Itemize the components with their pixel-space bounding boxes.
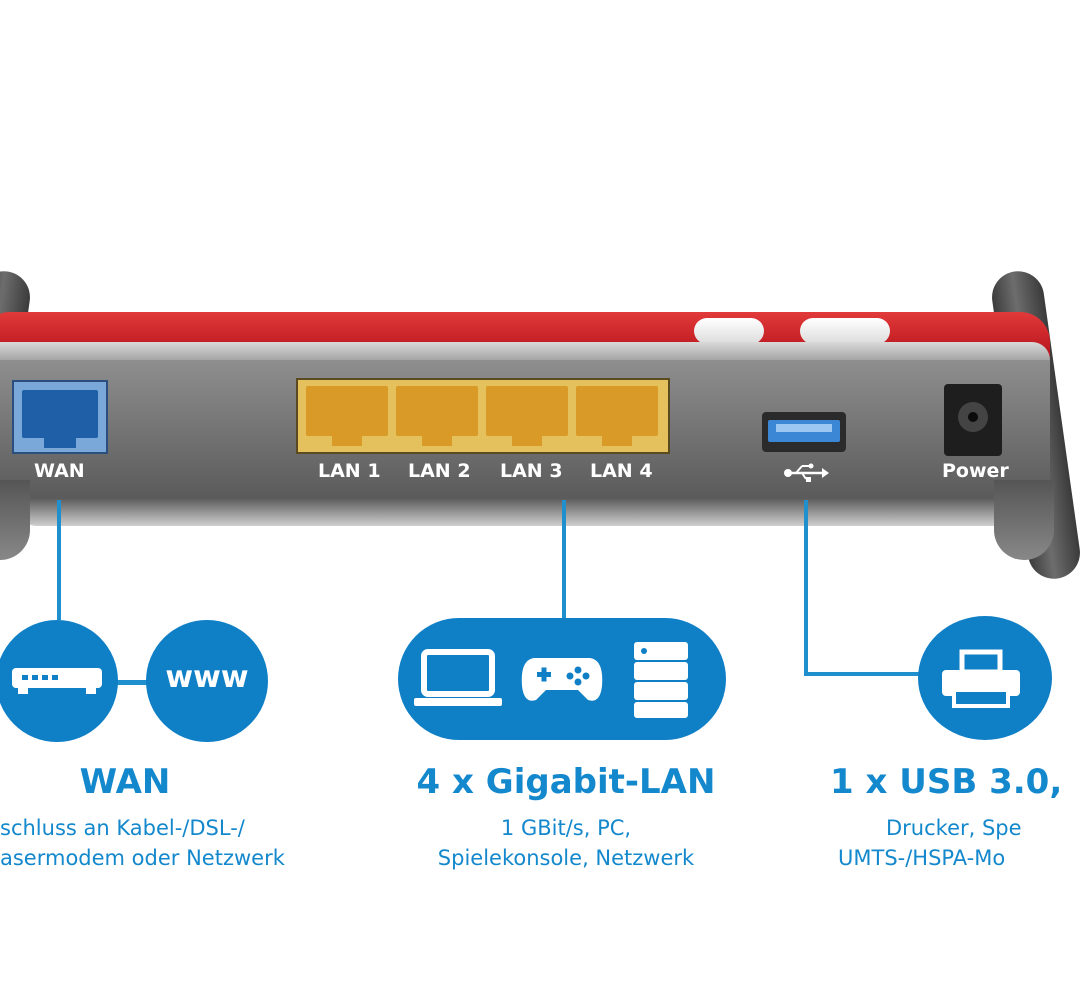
router-foot-left	[0, 480, 30, 560]
lan-port-4-label: LAN 4	[590, 460, 653, 482]
wan-port-label: WAN	[34, 460, 85, 482]
printer-icon	[942, 649, 1020, 708]
wan-desc-line2: asermodem oder Netzwerk	[0, 846, 285, 870]
gamepad-icon	[521, 658, 603, 701]
www-label: www	[165, 660, 249, 695]
router-button-1	[694, 318, 764, 344]
usb-desc-line1: Drucker, Spe	[886, 816, 1022, 840]
power-port-pin	[968, 412, 978, 422]
usb-port-tongue	[776, 424, 832, 432]
lan-desc-line1: 1 GBit/s, PC,	[500, 816, 632, 840]
lan-desc-line2: Spielekonsole, Netzwerk	[437, 846, 695, 870]
wan-desc-line1: schluss an Kabel-/DSL-/	[0, 816, 245, 840]
wan-port-socket	[22, 390, 98, 438]
www-bubble	[146, 620, 268, 742]
lan-port-1	[306, 386, 388, 436]
lan-port-3-label: LAN 3	[500, 460, 563, 482]
router-button-2	[800, 318, 890, 344]
lan-port-2	[396, 386, 478, 436]
power-port-label: Power	[942, 460, 1009, 482]
lan-port-1-label: LAN 1	[318, 460, 381, 482]
wan-port-notch	[44, 436, 76, 448]
lan-port-4-notch	[602, 434, 632, 446]
lan-port-3-notch	[512, 434, 542, 446]
lan-port-1-notch	[332, 434, 362, 446]
usb-title: 1 x USB 3.0,	[830, 762, 1063, 802]
lan-port-2-notch	[422, 434, 452, 446]
router-rim	[0, 342, 1050, 364]
lan-port-3	[486, 386, 568, 436]
wan-connector-line	[57, 500, 61, 620]
wan-bubble-link	[112, 680, 152, 685]
router-bottom	[10, 498, 1020, 526]
lan-port-2-label: LAN 2	[408, 460, 471, 482]
usb-connector-line-vertical	[804, 500, 808, 674]
router-foot-right	[994, 480, 1054, 560]
lan-connector-line	[562, 500, 566, 620]
lan-port-4	[576, 386, 658, 436]
usb-desc-line2: UMTS-/HSPA-Mo	[838, 846, 1006, 870]
laptop-icon	[414, 649, 502, 706]
wan-title: WAN	[79, 762, 171, 802]
modem-icon	[12, 668, 102, 694]
lan-title: 4 x Gigabit-LAN	[416, 762, 716, 802]
usb-icon	[784, 463, 829, 482]
server-icon	[634, 642, 688, 718]
usb-connector-line-horizontal	[804, 672, 934, 676]
